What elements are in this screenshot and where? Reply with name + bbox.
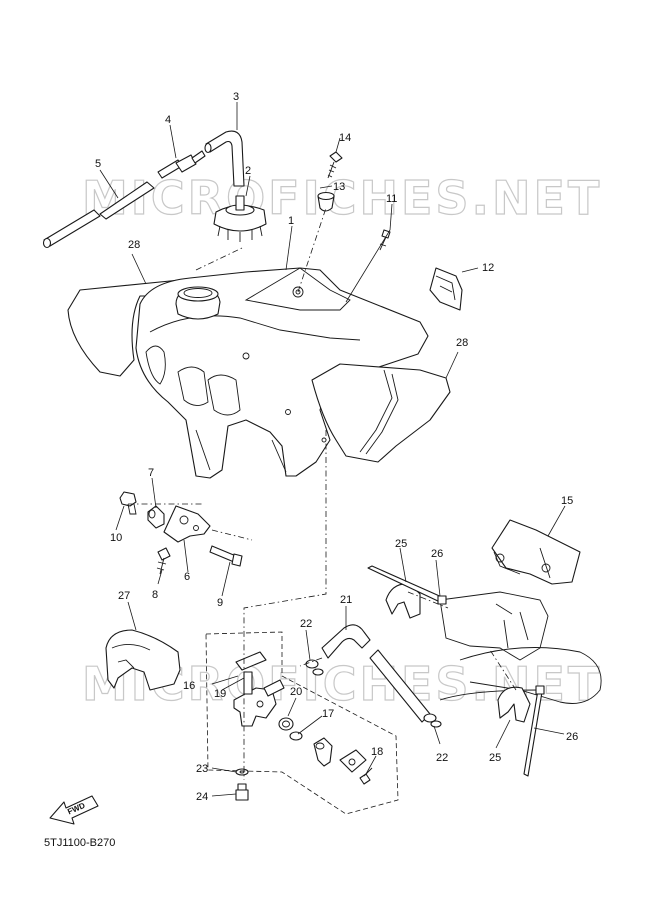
part-28-right-side-cover[interactable] bbox=[311, 363, 451, 463]
callout-13: 13 bbox=[333, 181, 345, 193]
callout-12: 12 bbox=[482, 262, 494, 274]
part-7-damper[interactable] bbox=[147, 505, 165, 529]
callout-11: 11 bbox=[386, 193, 397, 205]
part-22-clip-b[interactable] bbox=[423, 713, 442, 728]
part-17-oring[interactable] bbox=[289, 731, 303, 741]
part-1-fuel-tank[interactable] bbox=[135, 267, 429, 479]
callout-27: 27 bbox=[118, 590, 130, 602]
callout-5: 5 bbox=[95, 158, 101, 170]
part-12-clip[interactable] bbox=[429, 267, 463, 311]
frame-outline bbox=[439, 591, 602, 704]
part-20-oring[interactable] bbox=[278, 717, 294, 731]
part-18-screw[interactable] bbox=[359, 767, 373, 785]
callout-26a: 26 bbox=[431, 548, 443, 560]
callout-24: 24 bbox=[196, 791, 208, 803]
part-28-left-side-cover[interactable] bbox=[67, 279, 331, 377]
callout-14: 14 bbox=[339, 132, 351, 144]
fuel-cock-assembly-box bbox=[205, 631, 399, 815]
part-25-clamp-lower[interactable] bbox=[497, 686, 531, 723]
part-21-fuel-hose[interactable] bbox=[321, 624, 431, 723]
callout-19: 19 bbox=[214, 688, 226, 700]
assembly-lines bbox=[128, 207, 517, 780]
callout-17: 17 bbox=[322, 708, 334, 720]
callout-25b: 25 bbox=[489, 752, 501, 764]
part-23-washer[interactable] bbox=[235, 768, 249, 776]
forward-arrow-badge: FWD bbox=[49, 795, 99, 825]
callout-20: 20 bbox=[290, 686, 302, 698]
callout-22b: 22 bbox=[436, 752, 448, 764]
callout-9: 9 bbox=[217, 597, 223, 609]
drawing-code: 5TJ1100-B270 bbox=[44, 837, 115, 849]
part-5-hose[interactable] bbox=[42, 181, 155, 249]
callout-4: 4 bbox=[165, 114, 171, 126]
callout-15: 15 bbox=[561, 495, 573, 507]
callout-28a: 28 bbox=[128, 239, 140, 251]
part-13-damper[interactable] bbox=[317, 191, 335, 212]
watermark-top: MICROFICHES.NET bbox=[82, 171, 602, 225]
part-24-bolt[interactable] bbox=[235, 783, 249, 801]
callout-21: 21 bbox=[340, 594, 352, 606]
part-cock-plate[interactable] bbox=[339, 749, 367, 773]
part-4-joint[interactable] bbox=[157, 150, 206, 179]
callout-16: 16 bbox=[183, 680, 195, 692]
part-26-cable-tie-upper[interactable] bbox=[367, 565, 447, 605]
part-16-fuel-cock[interactable] bbox=[233, 671, 285, 727]
part-fuel-cock-lever[interactable] bbox=[313, 737, 333, 767]
callout-1: 1 bbox=[288, 215, 294, 227]
callout-2: 2 bbox=[245, 165, 251, 177]
part-8-bolt[interactable] bbox=[156, 547, 171, 575]
part-3-breather-hose[interactable] bbox=[204, 130, 245, 187]
callouts: 3 4 14 5 2 13 11 1 28 12 28 7 15 10 25 2… bbox=[95, 91, 578, 803]
callout-26b: 26 bbox=[566, 731, 578, 743]
leader-lines bbox=[99, 102, 566, 797]
callout-8: 8 bbox=[152, 589, 158, 601]
part-26-cable-tie-lower[interactable] bbox=[523, 685, 545, 777]
callout-7: 7 bbox=[148, 467, 154, 479]
part-14-screw[interactable] bbox=[327, 151, 343, 179]
part-19-gasket[interactable] bbox=[235, 651, 267, 671]
callout-25a: 25 bbox=[395, 538, 407, 550]
part-10-bolt[interactable] bbox=[119, 491, 137, 515]
part-6-bracket[interactable] bbox=[163, 505, 211, 543]
part-27-protector[interactable] bbox=[105, 629, 181, 691]
callout-6: 6 bbox=[184, 571, 190, 583]
part-15-bracket[interactable] bbox=[491, 519, 581, 585]
callout-23: 23 bbox=[196, 763, 208, 775]
callout-10: 10 bbox=[110, 532, 122, 544]
callout-28b: 28 bbox=[456, 337, 468, 349]
callout-18: 18 bbox=[371, 746, 383, 758]
part-2-fuel-cap[interactable] bbox=[213, 195, 267, 242]
callout-3: 3 bbox=[233, 91, 239, 103]
part-9-bolt[interactable] bbox=[209, 545, 243, 567]
callout-22a: 22 bbox=[300, 618, 312, 630]
